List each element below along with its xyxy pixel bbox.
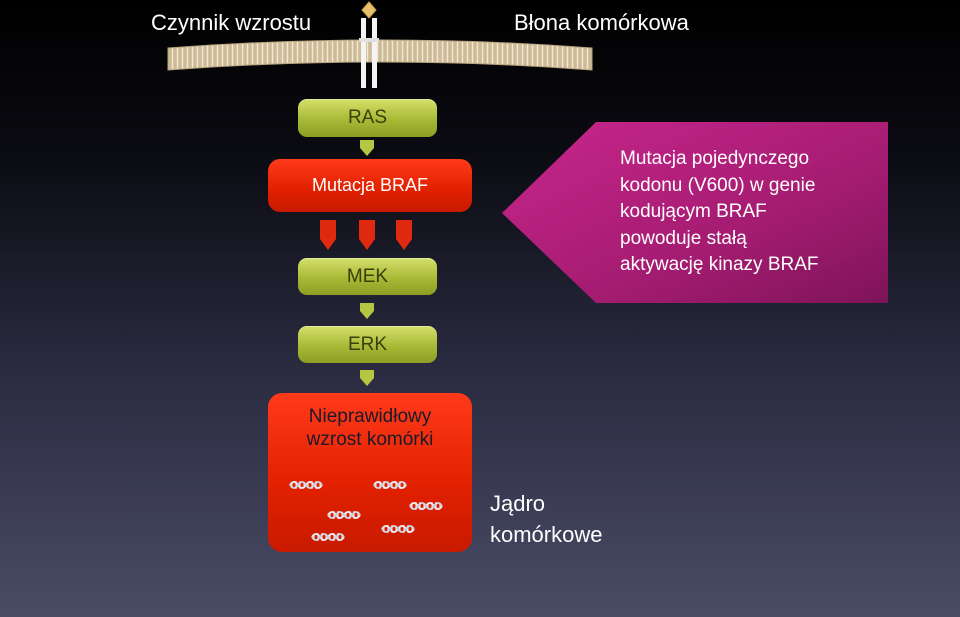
- arrow-down-icon: [360, 370, 374, 386]
- erk-label: ERK: [347, 333, 388, 355]
- callout-line: Mutacja pojedynczego: [620, 148, 810, 169]
- dna-icon: [409, 501, 443, 511]
- callout-line: kodonu (V600) w genie: [620, 174, 816, 196]
- callout-line: aktywację kinazy BRAF: [620, 254, 819, 275]
- cell-membrane-label: Błona komórkowa: [514, 10, 689, 35]
- arrow-down-icon: [320, 220, 336, 250]
- callout-line: powoduje stałą: [620, 227, 747, 249]
- dna-icon: [311, 532, 345, 542]
- braf-mutation-box: Mutacja BRAF: [268, 159, 472, 212]
- arrow-down-icon: [360, 303, 374, 319]
- mek-box: MEK: [298, 258, 437, 295]
- dna-strands: [289, 480, 443, 542]
- ras-box: RAS: [298, 99, 437, 137]
- arrow-down-icon: [396, 220, 412, 250]
- nucleus-box: Nieprawidłowy wzrost komórki: [268, 393, 472, 552]
- receptor-icon: [359, 1, 379, 88]
- mutation-callout-text: Mutacja pojedynczego kodonu (V600) w gen…: [620, 146, 870, 279]
- abnormal-growth-label: Nieprawidłowy wzrost komórki: [306, 406, 434, 450]
- callout-line: kodującym BRAF: [620, 201, 767, 222]
- ras-label: RAS: [347, 107, 388, 128]
- arrow-down-icon: [360, 140, 374, 156]
- membrane-icon: [167, 39, 593, 71]
- dna-icon: [373, 480, 407, 490]
- braf-mutation-label: Mutacja BRAF: [311, 175, 429, 195]
- erk-box: ERK: [298, 326, 437, 363]
- nucleus-label: Jądro komórkowe: [490, 491, 603, 547]
- growth-factor-label: Czynnik wzrostu: [151, 10, 312, 35]
- arrow-down-icon: [359, 220, 375, 250]
- dna-icon: [381, 524, 415, 534]
- mek-label: MEK: [346, 265, 389, 287]
- dna-icon: [289, 480, 323, 490]
- dna-icon: [327, 510, 361, 520]
- mutation-callout-shape: [502, 122, 888, 303]
